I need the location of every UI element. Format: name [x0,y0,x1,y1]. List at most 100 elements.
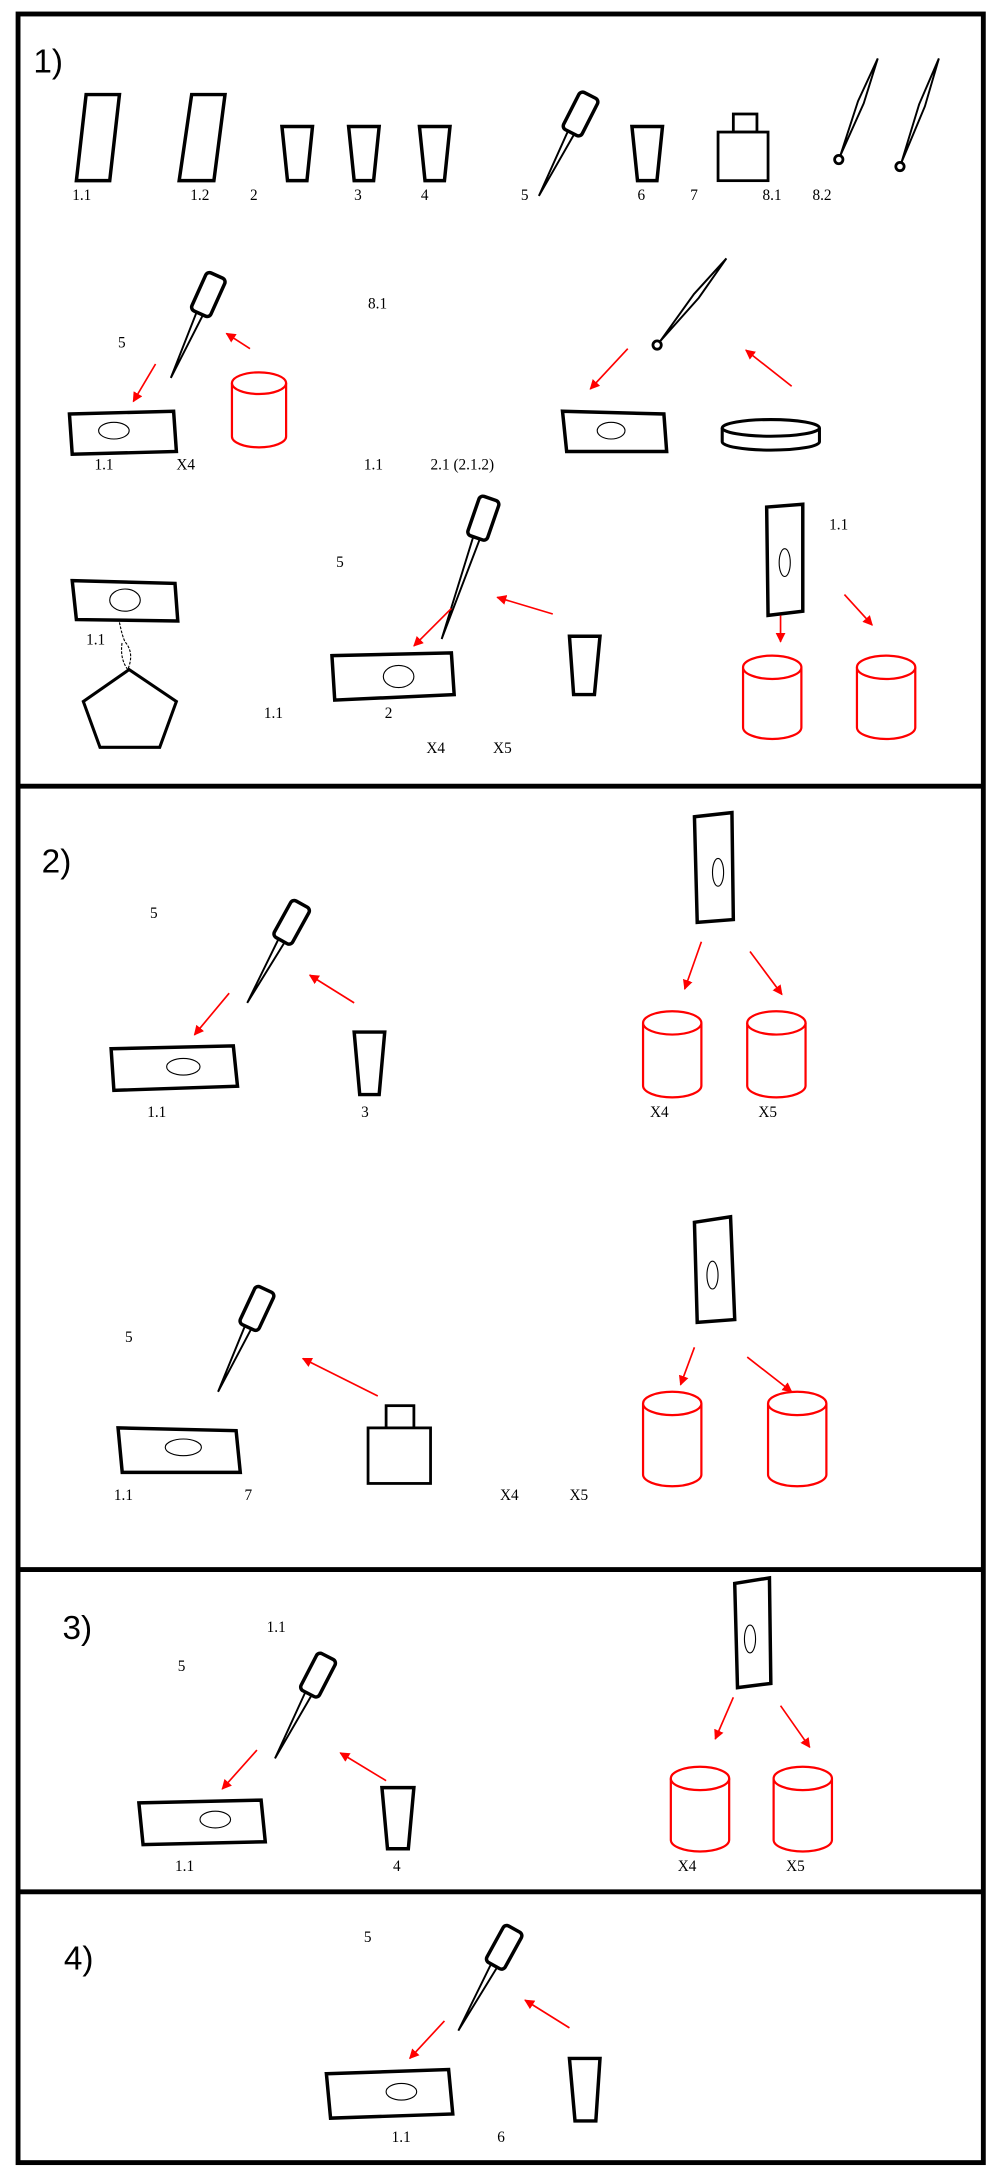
sample-spot [109,588,141,612]
slide-outline [324,2067,455,2120]
label: 7 [244,1487,252,1504]
test-cup-icon [380,1785,416,1851]
transfer-arrow [746,1356,793,1393]
glass-slide [109,1044,240,1093]
pipette-icon [246,898,312,1004]
transfer-arrow [678,1347,696,1386]
burner-pentagon-icon [81,667,179,749]
petri-dish-icon [720,418,821,452]
loop-wire [658,257,728,343]
pipette-handle [466,494,501,542]
test-cup-icon [417,124,452,183]
collection-tube-icon [855,654,917,741]
transfer-arrow [779,1705,811,1749]
tube-top [641,1390,703,1417]
step-number: 1) [33,43,63,80]
glass-slide [116,1426,243,1475]
label: 4 [421,187,429,204]
glass-slide [732,1575,773,1690]
glass-slide [692,810,736,925]
sample-spot [706,1260,719,1290]
sample-spot [596,421,626,440]
tube-top [746,1010,807,1036]
pipette-needle [457,1962,499,2032]
transfer-arrow [409,2020,446,2060]
sample-spot [711,857,725,887]
collection-tube-icon [669,1765,731,1853]
tube-top [855,654,917,681]
bottle-body [366,1426,432,1485]
tube-top [772,1765,834,1792]
transfer-arrow [749,951,783,996]
collection-tube-icon [741,654,803,741]
label: X5 [569,1487,588,1504]
bottle-neck [731,112,759,134]
transfer-arrow [132,363,157,403]
test-cup-icon [352,1030,387,1097]
collection-tube-icon [641,1010,703,1099]
sample-spot [385,2082,418,2101]
label: X4 [650,1104,669,1121]
pipette-needle [246,937,287,1004]
pipette-icon [274,1651,338,1759]
label: 6 [638,187,646,204]
label: 1.1 [86,632,105,649]
label: 5 [364,1929,372,1946]
glass-slide [70,578,180,623]
tube-top [641,1010,703,1036]
label: 1.1 [264,705,283,722]
bottle-icon [366,1404,432,1485]
tube-body [641,1022,703,1099]
slide-outline [692,810,736,925]
label: 1.1 [364,457,383,474]
glass-slide [560,409,669,454]
transfer-arrow [589,348,629,390]
glass-slide [324,2067,455,2120]
transfer-arrow [745,349,793,387]
transfer-arrow [413,607,452,647]
transfer-arrow [714,1697,735,1740]
label: 1.1 [94,457,113,474]
sample-spot [166,1057,201,1076]
test-cup-icon [567,2056,602,2123]
label: 1.1 [72,187,91,204]
slide-outline [732,1575,773,1690]
pipette-handle [561,90,600,138]
tube-top [766,1390,828,1417]
sample-spot [778,548,791,578]
label: 5 [336,554,344,571]
test-cup-icon [630,124,665,183]
loop-ring [833,153,845,166]
label: 2 [385,705,393,722]
pipette-handle [272,898,312,946]
pipette-handle [298,1651,338,1699]
pipette-icon [440,494,501,640]
label: X5 [786,1858,805,1875]
loop-streak-icon [118,622,132,671]
label: 5 [150,905,158,922]
label: 5 [178,1658,186,1675]
label: 5 [521,187,529,204]
label: X4 [678,1858,697,1875]
slide-1-2-icon [177,92,227,183]
label: 1.1 [829,516,848,533]
label: 1.1 [392,2129,411,2146]
step-number: 2) [42,843,72,880]
tube-top [741,654,803,681]
test-cup-icon [346,124,382,183]
pipette-handle [189,270,227,319]
loop-ring [651,339,663,351]
slide-outline [136,1798,268,1847]
pipette-needle [538,129,576,197]
dish-lid [720,418,821,438]
label: 1.2 [190,187,209,204]
label: X4 [500,1487,519,1504]
pipette-icon [169,270,227,379]
label: X4 [176,457,195,474]
glass-slide [330,651,457,702]
pipette-needle [274,1690,313,1759]
pipette-handle [484,1923,524,1971]
inoculation-loop-icon [651,257,728,351]
pipette-handle [238,1284,276,1333]
